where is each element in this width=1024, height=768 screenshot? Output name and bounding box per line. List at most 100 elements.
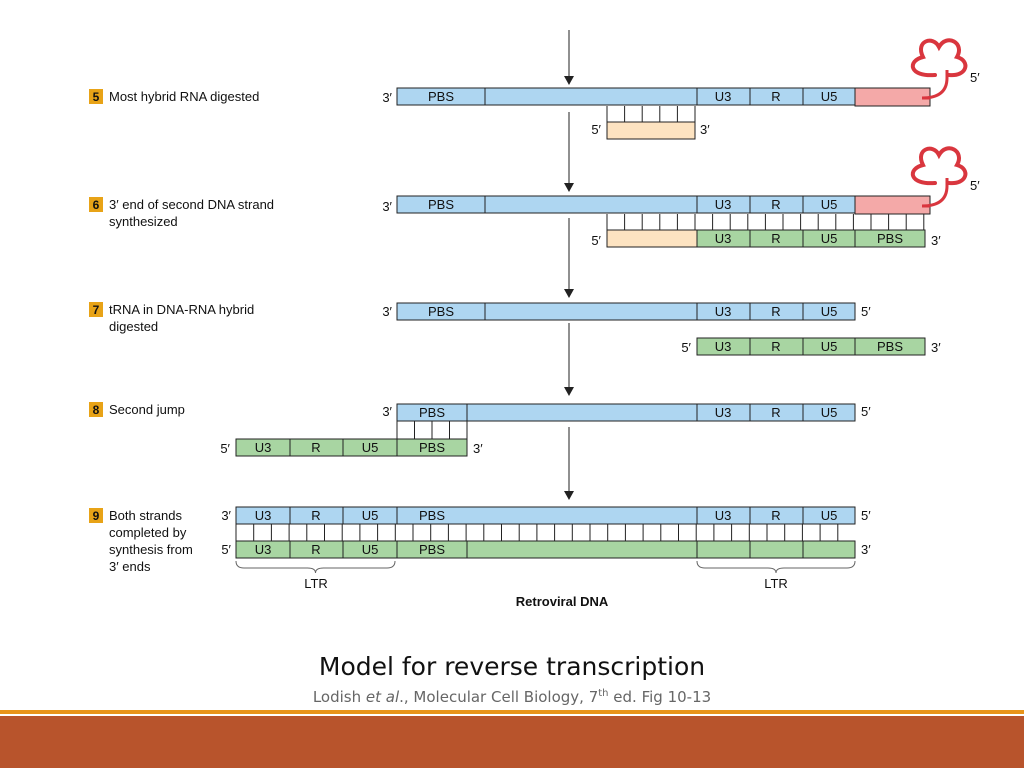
source-title: ., Molecular Cell Biology, 7 [399, 688, 599, 706]
rna-strand-step7-label-u3: U3 [715, 304, 732, 319]
step-number-5: 5 [93, 90, 100, 104]
five-prime-label: 5′ [591, 122, 601, 137]
rna-strand-step6-label-r: R [771, 197, 780, 212]
minus-strand-step9-label-u3: U3 [255, 508, 272, 523]
minus-strand-step9-label-u5: U5 [821, 508, 838, 523]
minus-strand-step9-label-u3: U3 [715, 508, 732, 523]
three-prime-label: 3′ [382, 304, 392, 319]
plus-strand-step9-label-r: R [311, 542, 320, 557]
plus-strand-step7-label-pbs: PBS [877, 339, 903, 354]
step-badge-5 [89, 89, 103, 104]
flow-arrow-head [564, 289, 574, 298]
step-badge-6 [89, 197, 103, 212]
five-prime-label: 5′ [861, 404, 871, 419]
trna-cloverleaf [910, 38, 968, 78]
step-number-8: 8 [93, 403, 100, 417]
reverse-transcription-diagram: 5 Most hybrid RNA digested 6 3′ end of seco… [89, 30, 980, 609]
plus-strand-step6-label-pbs: PBS [877, 231, 903, 246]
three-prime-label: 3′ [382, 90, 392, 105]
step-7-description: digested [109, 319, 158, 334]
rna-strand-step7-label-r: R [771, 304, 780, 319]
flow-arrow-head [564, 76, 574, 85]
plus-strand-step6-label-u3: U3 [715, 231, 732, 246]
plus-strand-step8-label-r: R [311, 440, 320, 455]
minus-strand-step9-label-u5: U5 [362, 508, 379, 523]
three-prime-label: 3′ [931, 233, 941, 248]
rna-strand-step5-label-u5: U5 [821, 89, 838, 104]
source-etal: et al [365, 688, 400, 706]
step-8-description: Second jump [109, 402, 185, 417]
rna-strand-step6 [396, 195, 856, 214]
slide-footer-bar [0, 716, 1024, 768]
three-prime-label: 3′ [382, 199, 392, 214]
step-number-6: 6 [93, 198, 100, 212]
step-9-description: Both strands [109, 508, 182, 523]
three-prime-label: 3′ [382, 404, 392, 419]
three-prime-label: 3′ [221, 508, 231, 523]
three-prime-label: 3′ [700, 122, 710, 137]
rna-strand-step5-label-u3: U3 [715, 89, 732, 104]
trna-stem [921, 70, 949, 100]
five-prime-label: 5′ [861, 508, 871, 523]
rna-strand-step6-label-u3: U3 [715, 197, 732, 212]
five-prime-label: 5′ [220, 441, 230, 456]
trna-cloverleaf [910, 146, 968, 186]
five-prime-label: 5′ [970, 178, 980, 193]
rna-strand-step7-label-pbs: PBS [428, 304, 454, 319]
five-prime-label: 5′ [221, 542, 231, 557]
plus-strand-step6-label-u5: U5 [821, 231, 838, 246]
trna-tail [854, 87, 931, 107]
rna-strand-step5 [396, 87, 856, 106]
trna-stem [921, 178, 949, 208]
flow-arrow-head [564, 387, 574, 396]
five-prime-label: 5′ [861, 304, 871, 319]
minus-strand-step9-label-r: R [771, 508, 780, 523]
minus-strand-step9-label-r: R [311, 508, 320, 523]
plus-strand-step8-label-u5: U5 [362, 440, 379, 455]
five-prime-label: 5′ [681, 340, 691, 355]
minus-strand-step8-label-pbs: PBS [419, 405, 445, 420]
plus-strand-step8-label-u3: U3 [255, 440, 272, 455]
minus-strand-step8 [396, 403, 856, 422]
step-number-9: 9 [93, 509, 100, 523]
step-6-description: 3′ end of second DNA strand [109, 197, 274, 212]
rna-strand-step6-label-u5: U5 [821, 197, 838, 212]
plus-strand-step9-label-u5: U5 [362, 542, 379, 557]
ltr-brace-right [696, 560, 856, 574]
ltr-label-right: LTR [764, 576, 788, 591]
step-5-description: Most hybrid RNA digested [109, 89, 259, 104]
plus-strand-step8-label-pbs: PBS [419, 440, 445, 455]
plus-strand-step9-label-u3: U3 [255, 542, 272, 557]
figure-caption-title: Model for reverse transcription [318, 652, 706, 681]
source-author: Lodish [312, 688, 366, 706]
flow-arrow-head [564, 491, 574, 500]
step-badge-7 [89, 302, 103, 317]
plus-strand-step7-label-u5: U5 [821, 339, 838, 354]
minus-strand-step9 [235, 506, 856, 525]
rna-strand-step7 [396, 302, 856, 321]
ltr-brace-left [235, 560, 396, 574]
minus-strand-step8-label-u5: U5 [821, 405, 838, 420]
three-prime-label: 3′ [931, 340, 941, 355]
plus-strand-step6 [696, 229, 926, 248]
minus-strand-step8-label-r: R [771, 405, 780, 420]
minus-strand-fragment [606, 121, 696, 140]
step-6-description: synthesized [109, 214, 178, 229]
step-7-description: tRNA in DNA-RNA hybrid [109, 302, 254, 317]
minus-strand-step8-label-u3: U3 [715, 405, 732, 420]
source-edition: ed. Fig 10-13 [608, 688, 712, 706]
step-number-7: 7 [93, 303, 100, 317]
figure-caption-source: Lodish et al., Molecular Cell Biology, 7… [0, 688, 1024, 706]
five-prime-label: 5′ [591, 233, 601, 248]
ltr-label-left: LTR [304, 576, 328, 591]
rna-strand-step7-label-u5: U5 [821, 304, 838, 319]
step-9-description: 3′ ends [109, 559, 151, 574]
source-superscript: th [598, 688, 609, 699]
plus-strand-step7 [696, 337, 926, 356]
rna-strand-step5-label-r: R [771, 89, 780, 104]
step-badge-8 [89, 402, 103, 417]
three-prime-label: 3′ [473, 441, 483, 456]
minus-strand-step9-label-pbs: PBS [419, 508, 445, 523]
plus-strand-step9-label-pbs: PBS [419, 542, 445, 557]
step-9-description: completed by [109, 525, 187, 540]
